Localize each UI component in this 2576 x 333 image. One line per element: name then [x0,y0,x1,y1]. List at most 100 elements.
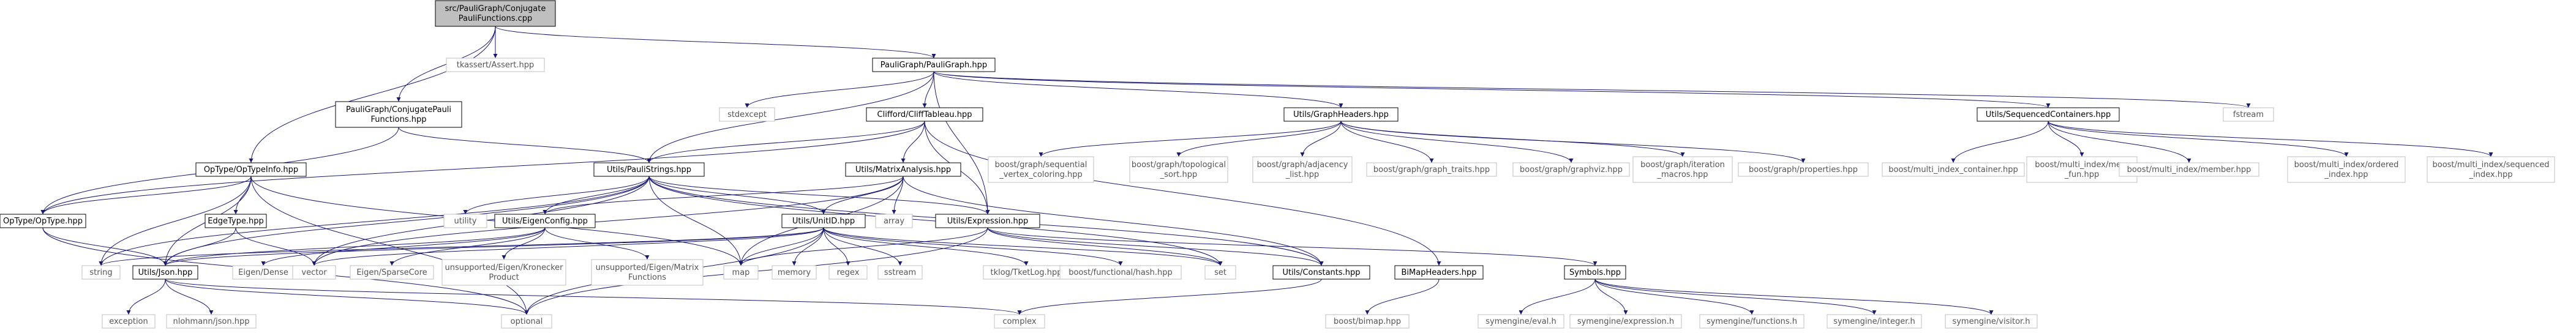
node-graphheaders[interactable]: Utils/GraphHeaders.hpp [1283,107,1399,122]
node-label: boost/multi_index/member.hpp [2127,165,2251,174]
node-optional: optional [501,314,552,329]
node-box [0,214,86,228]
include-edge [933,71,1343,108]
node-label: PauliGraph/PauliGraph.hpp [881,61,987,70]
node-label: src/PauliGraph/Conjugate [445,4,546,13]
node-box [845,162,961,177]
node-label: PauliGraph/ConjugatePauli [346,105,451,114]
node-unitid[interactable]: Utils/UnitID.hpp [781,214,866,228]
node-root[interactable]: src/PauliGraph/ConjugatePauliFunctions.c… [435,0,556,27]
include-edge [235,227,317,266]
node-label: boost/graph/sequential [995,160,1087,170]
node-box [988,156,1094,183]
include-edge [892,176,904,215]
node-label: unsupported/Eigen/Kronecker [445,263,563,272]
node-label: boost/multi_index/mem [2035,160,2128,170]
node-label: Utils/UnitID.hpp [792,217,855,226]
node-box [102,314,156,329]
node-box [828,265,868,280]
include-edge [249,26,496,163]
node-box [205,214,267,228]
node-box [1632,156,1733,183]
node-bg_adj: boost/graph/adjacency_list.hpp [1252,156,1353,183]
node-utility: utility [443,214,487,228]
node-label: map [732,268,750,277]
include-edge [648,176,990,215]
node-bmi_member: boost/multi_index/member.hpp [2119,162,2259,177]
node-label: Utils/EigenConfig.hpp [502,217,588,226]
node-exception: exception [102,314,156,329]
node-label: Product [489,273,519,282]
include-edge [1951,121,2049,163]
include-edge [165,279,529,315]
include-edge [1340,121,1434,163]
include-edge [42,227,168,266]
node-box [1699,314,1804,329]
node-vector: vector [292,265,336,280]
node-label: Eigen/Dense [238,268,288,277]
node-matrixanalysis[interactable]: Utils/MatrixAnalysis.hpp [845,162,961,177]
node-label: _index.hpp [2324,170,2368,179]
node-stdexcept: stdexcept [719,107,775,122]
node-optype[interactable]: OpType/OpType.hpp [0,214,86,228]
include-edge [501,227,546,260]
node-label: _macros.hpp [1657,170,1708,179]
node-box [1945,314,2038,329]
node-sstream: sstream [877,265,923,280]
node-optypeinfo[interactable]: OpType/OpTypeInfo.hpp [195,162,307,177]
node-label: utility [454,217,477,226]
node-seqcontainers[interactable]: Utils/SequencedContainers.hpp [1977,107,2120,122]
include-edge [1365,279,1440,315]
node-box [772,265,817,280]
node-label: OpType/OpTypeInfo.hpp [204,165,298,174]
node-box [292,265,336,280]
node-paulistrings[interactable]: Utils/PauliStrings.hpp [593,162,705,177]
node-eigenconfig[interactable]: Utils/EigenConfig.hpp [494,214,596,228]
include-edge [2048,121,2493,157]
include-edge [463,176,650,215]
include-edge [823,227,1223,266]
node-box [872,58,996,72]
include-edge [933,71,2051,108]
node-box [1272,265,1370,280]
node-pauligraph[interactable]: PauliGraph/PauliGraph.hpp [872,58,996,72]
node-bg_seqcol: boost/graph/sequential_vertex_coloring.h… [988,156,1094,183]
node-box [446,58,545,72]
node-bg_graphviz: boost/graph/graphviz.hpp [1512,162,1630,177]
node-boostbimap: boost/bimap.hpp [1325,314,1410,329]
node-label: vector [301,268,327,277]
node-box [1394,265,1484,280]
node-label: set [1214,268,1226,277]
node-label: symengine/visitor.h [1952,317,2030,326]
node-box [935,214,1040,228]
include-edge [312,227,824,266]
include-edge [2048,121,2084,157]
node-edgetype[interactable]: EdgeType.hpp [205,214,267,228]
node-clifftableau[interactable]: Clifford/CliffTableau.hpp [866,107,983,122]
include-edge [99,227,824,266]
node-box [866,107,983,122]
node-symbols[interactable]: Symbols.hpp [1564,265,1626,280]
node-label: _vertex_coloring.hpp [999,170,1083,179]
node-bg_iter: boost/graph/iteration_macros.hpp [1632,156,1733,183]
include-edge [987,227,1223,266]
node-label: tklog/TketLog.hpp [990,268,1062,277]
node-box [1564,265,1626,280]
node-label: _fun.hpp [2064,170,2099,179]
node-label: OpType/OpType.hpp [3,217,83,226]
node-regex: regex [828,265,868,280]
node-constants[interactable]: Utils/Constants.hpp [1272,265,1370,280]
node-bimapheaders[interactable]: BiMapHeaders.hpp [1394,265,1484,280]
node-label: Utils/Json.hpp [138,268,193,277]
node-utilsjson[interactable]: Utils/Json.hpp [132,265,198,280]
node-box [781,214,866,228]
node-box [1512,162,1630,177]
include-edge [1519,279,1596,315]
node-se_vis: symengine/visitor.h [1945,314,2038,329]
node-map: map [723,265,759,280]
include-edge [648,176,1223,266]
node-bmi_ordered: boost/multi_index/ordered_index.hpp [2287,156,2406,183]
node-expression[interactable]: Utils/Expression.hpp [935,214,1040,228]
node-string: string [81,265,121,280]
